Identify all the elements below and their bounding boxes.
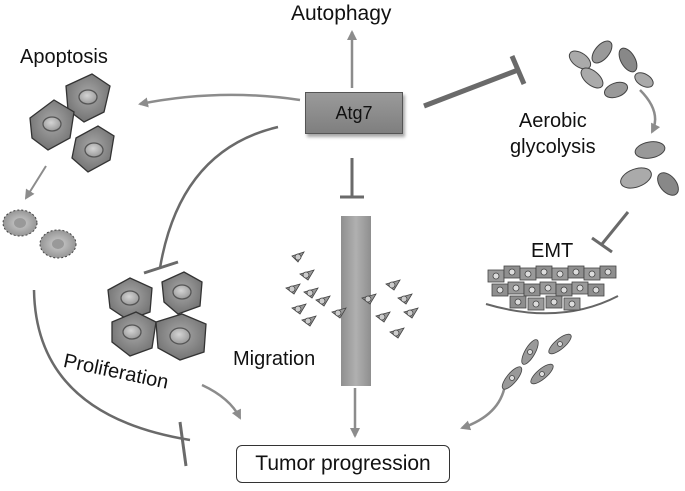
inhibit-proliferation bbox=[143, 125, 279, 275]
aerobic-glycolysis-label: Aerobic glycolysis bbox=[510, 108, 596, 160]
inhibit-tumor-from-apoptosis bbox=[32, 289, 191, 467]
emt-cell-sheet bbox=[485, 265, 619, 315]
mesenchymal-cells bbox=[501, 333, 572, 390]
atg7-label: Atg7 bbox=[335, 102, 373, 123]
tumor-progression-node: Tumor progression bbox=[236, 445, 450, 483]
migrating-cells bbox=[285, 251, 419, 339]
migration-label: Migration bbox=[233, 348, 316, 370]
apoptosis-cell-cluster bbox=[29, 73, 115, 173]
autophagy-label: Autophagy bbox=[291, 2, 392, 25]
tumor-progression-label: Tumor progression bbox=[255, 452, 431, 475]
arrow-mitochondria-down bbox=[639, 89, 661, 134]
arrow-apoptosis-cells-down bbox=[24, 165, 47, 200]
arrow-emt-to-tumor bbox=[460, 384, 507, 431]
apoptosis-label: Apoptosis bbox=[20, 46, 108, 68]
aerobic-label-line1: Aerobic bbox=[518, 110, 587, 132]
aerobic-label-line2: glycolysis bbox=[510, 136, 596, 158]
emt-label: EMT bbox=[531, 240, 574, 262]
inhibit-emt bbox=[591, 211, 630, 254]
mitochondria-group bbox=[568, 40, 679, 196]
inhibit-aerobic-glycolysis bbox=[423, 55, 527, 109]
atg7-node: Atg7 bbox=[305, 92, 403, 134]
proliferation-cell-cluster bbox=[107, 271, 207, 361]
arrow-proliferation-to-tumor bbox=[201, 383, 242, 420]
inhibit-migration bbox=[340, 158, 364, 199]
arrow-to-apoptosis bbox=[138, 93, 301, 108]
apoptotic-dying-cells bbox=[2, 209, 77, 259]
